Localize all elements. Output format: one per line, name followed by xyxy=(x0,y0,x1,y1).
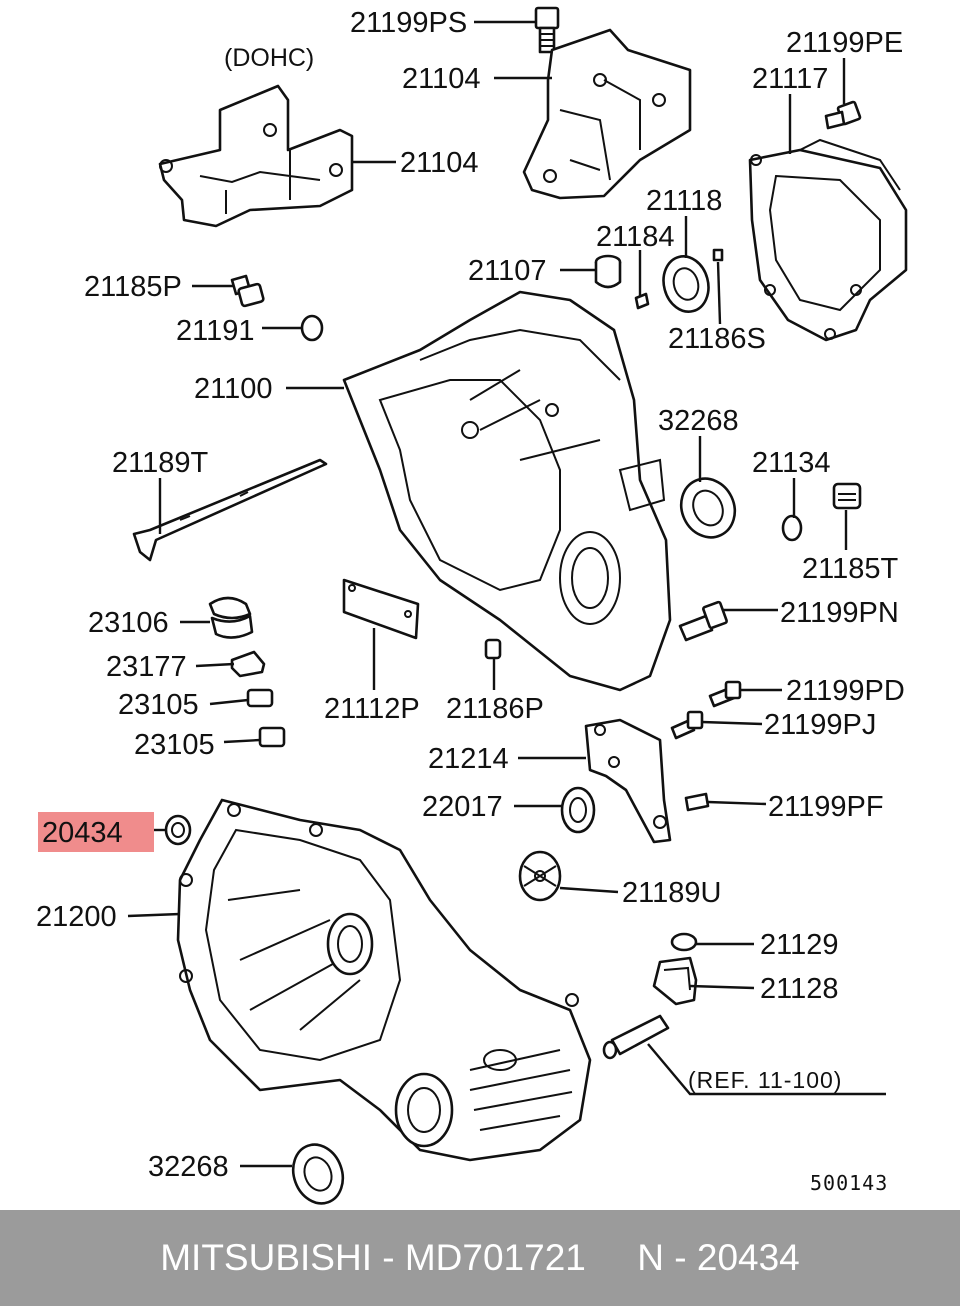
label-23177: 23177 xyxy=(106,651,187,683)
washer-21191-icon xyxy=(300,314,324,342)
bolt-21199pn-icon xyxy=(678,600,728,642)
label-22017: 22017 xyxy=(422,791,503,823)
label-21189u: 21189U xyxy=(622,877,721,909)
label-21199ps: 21199PS xyxy=(350,7,467,39)
exploded-parts-diagram: (DOHC) 21199PS 21104 21104 21199PE 21117… xyxy=(36,6,908,1205)
bracket-21104-dohc-icon xyxy=(158,84,354,228)
bush-23105-lower-icon xyxy=(258,726,286,748)
label-21118: 21118 xyxy=(646,185,722,217)
label-21104-dohc: 21104 xyxy=(400,147,479,179)
plug-21185p-icon xyxy=(230,274,265,308)
label-21107: 21107 xyxy=(468,255,547,287)
label-20434: 20434 xyxy=(42,817,123,849)
label-21186s: 21186S xyxy=(668,323,766,355)
washer-20434-icon xyxy=(164,814,192,846)
label-21191: 21191 xyxy=(176,315,255,347)
pin-21186s-icon xyxy=(712,248,724,262)
plate-21112p-icon xyxy=(342,578,420,640)
bush-23105-upper-icon xyxy=(246,688,274,708)
label-21112p: 21112P xyxy=(324,693,420,725)
label-21199pn: 21199PN xyxy=(780,597,899,629)
leader-lines xyxy=(127,20,886,1168)
clutch-housing-21200-icon xyxy=(176,798,592,1162)
label-23105-lower: 23105 xyxy=(134,729,215,761)
screw-21184-icon xyxy=(634,292,650,310)
washer-21134-icon xyxy=(781,514,803,542)
pin-21186p-icon xyxy=(484,638,502,660)
bolt-21199pf-icon xyxy=(684,792,710,812)
drawing-number: 500143 xyxy=(810,1171,888,1195)
plug-21107-icon xyxy=(594,254,622,289)
bush-23177-icon xyxy=(230,650,266,678)
label-21117: 21117 xyxy=(752,63,828,95)
clip-21128-icon xyxy=(652,956,698,1006)
seal-32268-upper-icon xyxy=(679,477,737,539)
boot-23106-icon xyxy=(208,596,254,639)
label-21199pj: 21199PJ xyxy=(764,709,876,741)
bolt-21199ps-icon xyxy=(534,6,560,54)
part-labels: (DOHC) 21199PS 21104 21104 21199PE 21117… xyxy=(36,7,905,1195)
cover-21117-icon xyxy=(748,138,908,342)
bracket-21104-upper-icon xyxy=(522,28,692,200)
label-21199pe: 21199PE xyxy=(786,27,903,59)
seal-21118-icon xyxy=(662,255,710,313)
label-21185t: 21185T xyxy=(802,553,898,585)
footer-bar: MITSUBISHI - MD701721 N - 20434 xyxy=(0,1210,960,1306)
label-32268-upper: 32268 xyxy=(658,405,739,437)
label-23105-upper: 23105 xyxy=(118,689,199,721)
label-21185p: 21185P xyxy=(84,271,182,303)
bolt-21199pj-icon xyxy=(670,710,704,740)
label-21200: 21200 xyxy=(36,901,117,933)
seal-22017-icon xyxy=(560,786,596,834)
label-21189t: 21189T xyxy=(112,447,208,479)
label-32268-lower: 32268 xyxy=(148,1151,229,1183)
label-21100: 21100 xyxy=(194,373,273,405)
plug-21185t-icon xyxy=(832,482,862,510)
label-21199pf: 21199PF xyxy=(768,791,884,823)
label-21129: 21129 xyxy=(760,929,839,961)
label-21134: 21134 xyxy=(752,447,831,479)
label-21104-upper: 21104 xyxy=(402,63,481,95)
cap-21189u-icon xyxy=(518,850,562,902)
speed-sensor-ref-icon xyxy=(602,1014,670,1060)
label-21184: 21184 xyxy=(596,221,675,253)
bolt-21199pd-icon xyxy=(708,680,742,708)
label-ref: (REF. 11-100) xyxy=(688,1067,842,1093)
transmission-case-21100-icon xyxy=(342,290,672,692)
label-21186p: 21186P xyxy=(446,693,544,725)
label-21128: 21128 xyxy=(760,973,839,1005)
cap-21129-icon xyxy=(670,932,698,952)
seal-32268-lower-icon xyxy=(291,1143,345,1205)
bolt-21199pe-icon xyxy=(824,100,862,130)
label-dohc: (DOHC) xyxy=(224,44,314,72)
highlight-box-20434 xyxy=(38,812,154,852)
label-21214: 21214 xyxy=(428,743,509,775)
label-23106: 23106 xyxy=(88,607,169,639)
bracket-21214-icon xyxy=(584,718,672,844)
footer-part-info: MITSUBISHI - MD701721 N - 20434 xyxy=(160,1237,800,1278)
label-21199pd: 21199PD xyxy=(786,675,905,707)
strip-21189t-icon xyxy=(132,458,328,562)
